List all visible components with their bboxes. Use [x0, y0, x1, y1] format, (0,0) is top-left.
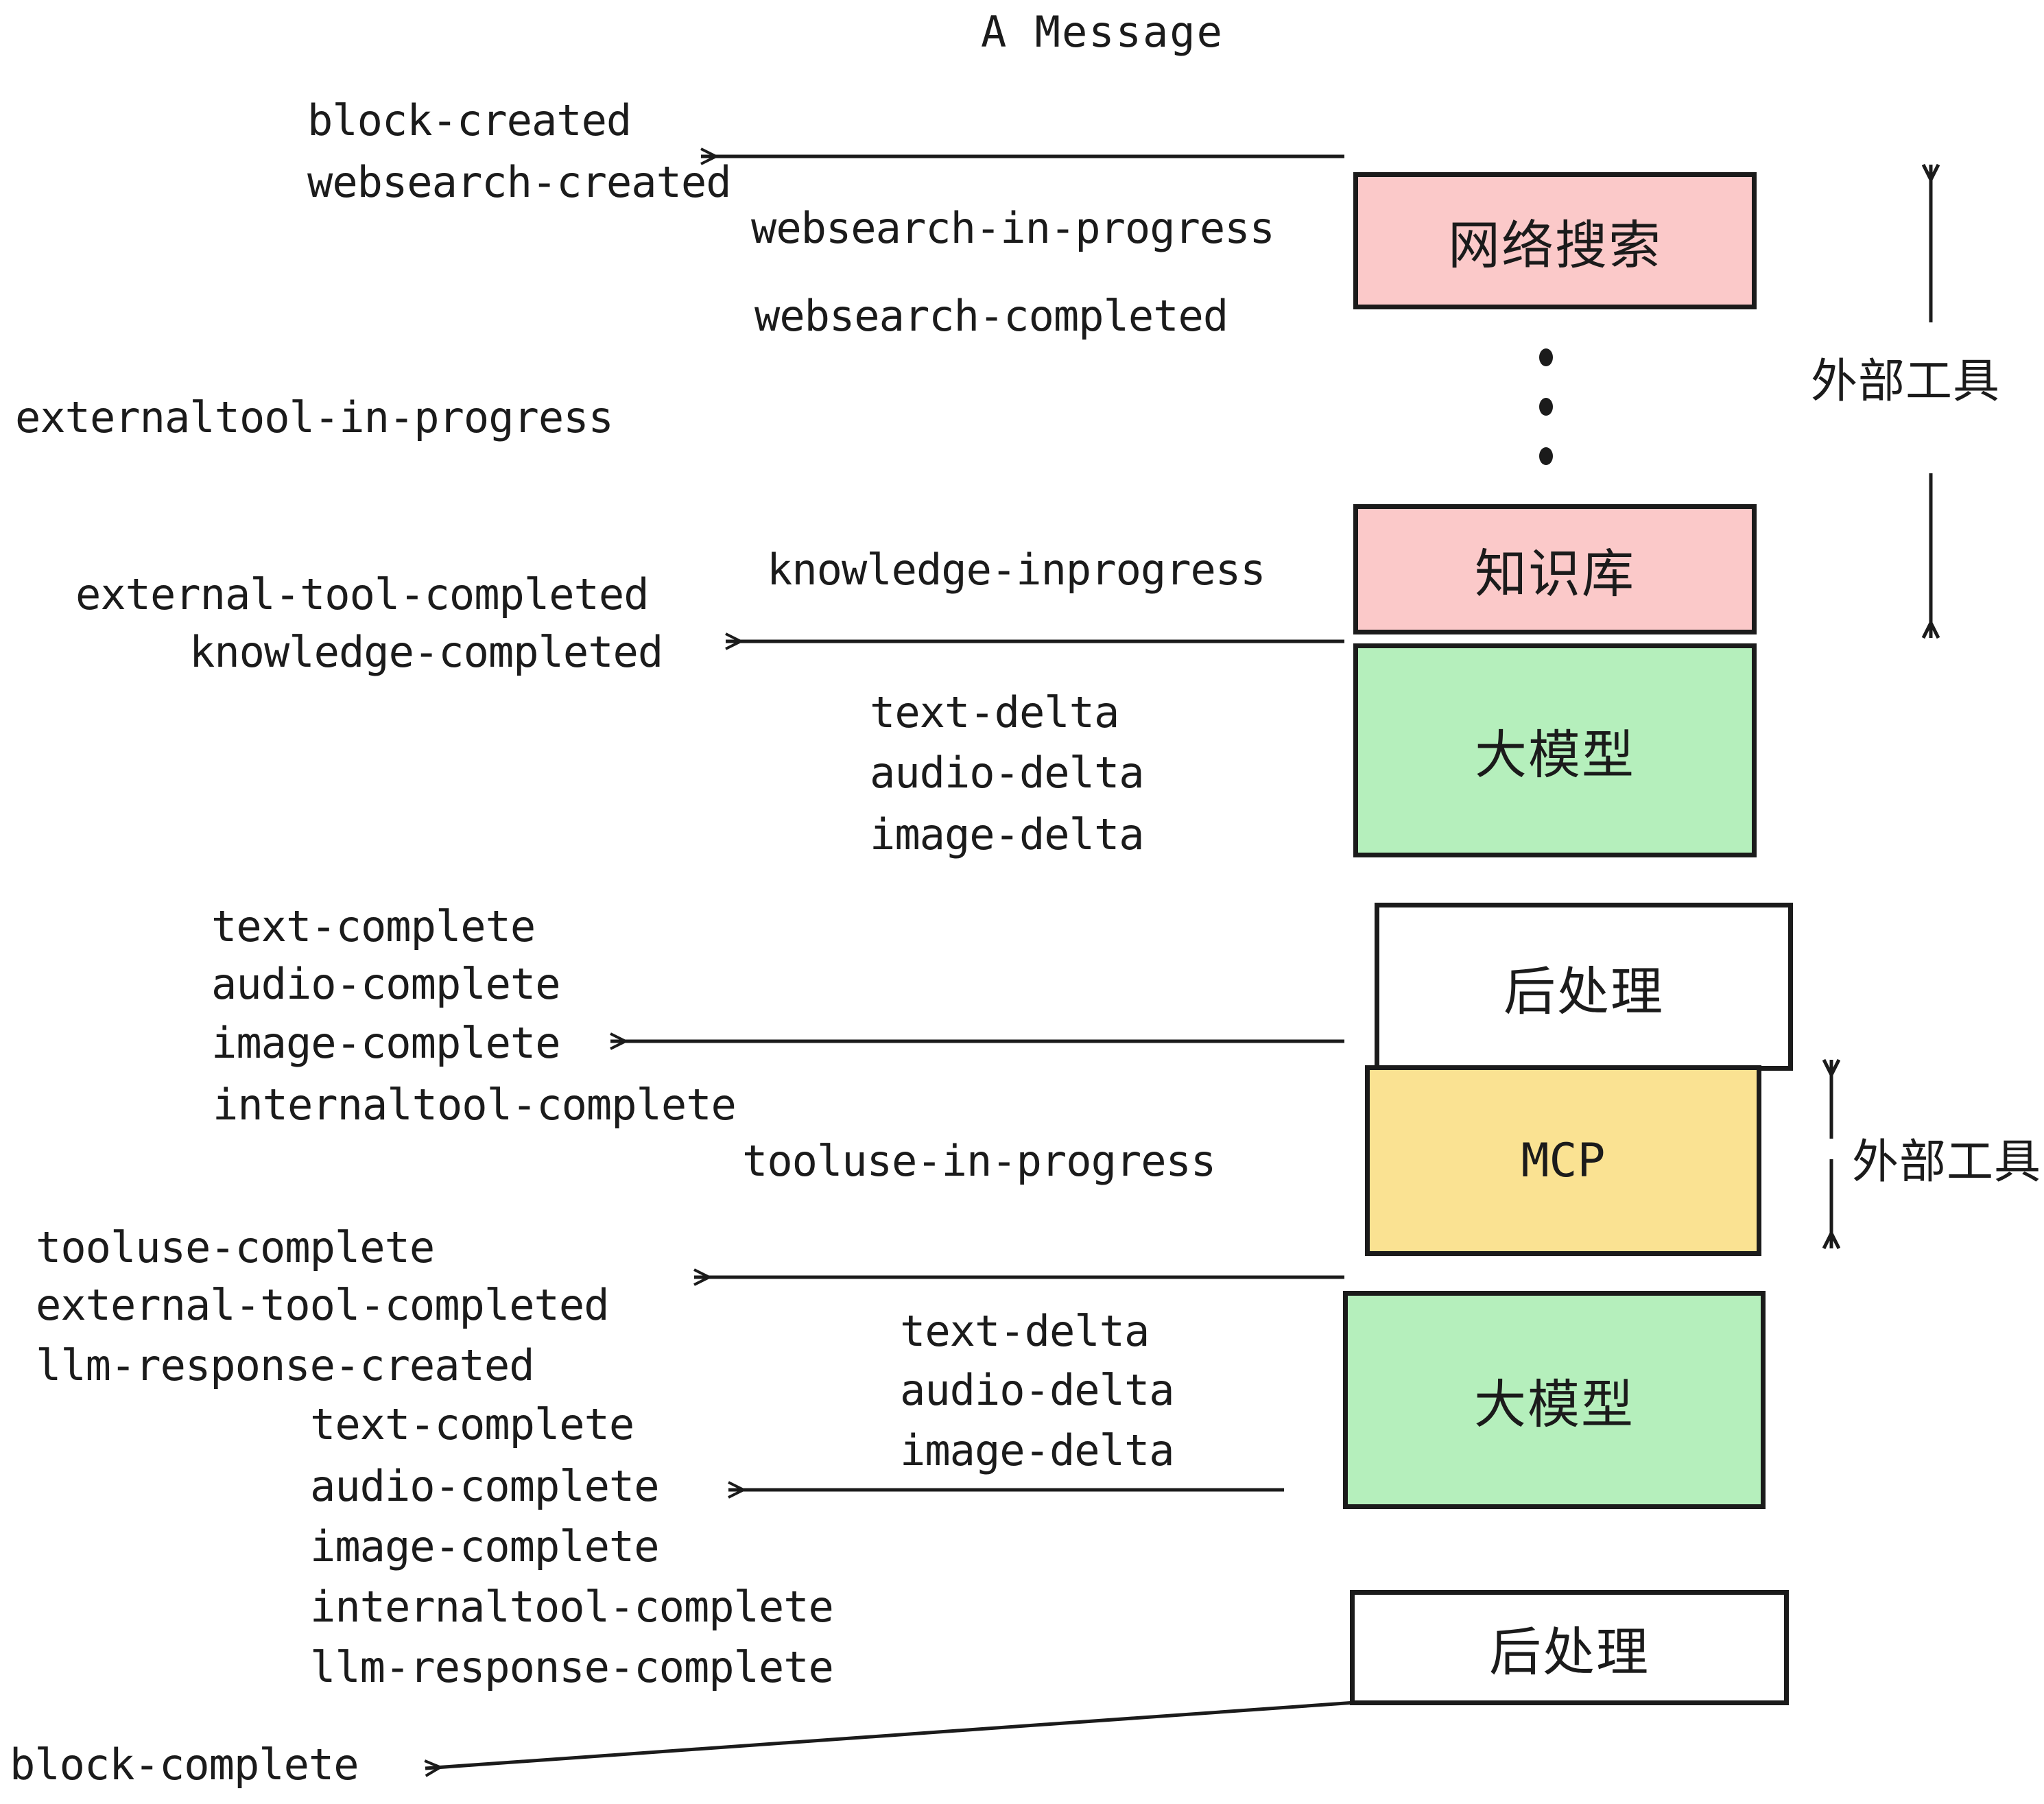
event-image-delta-1: image-delta: [870, 809, 1145, 859]
node-postproc-2[interactable]: 后处理: [1350, 1590, 1789, 1705]
event-image-complete-2: image-complete: [310, 1521, 660, 1571]
event-audio-complete-2: audio-complete: [310, 1461, 660, 1511]
node-postproc-2-label: 后处理: [1489, 1622, 1650, 1683]
event-tooluse-complete: tooluse-complete: [36, 1222, 435, 1272]
annotation-external-tools-bottom: 外部工具: [1852, 1135, 2042, 1189]
event-text-delta-1: text-delta: [870, 687, 1119, 737]
event-tooluse-in-progress: tooluse-in-progress: [742, 1136, 1216, 1186]
event-text-complete-2: text-complete: [310, 1399, 634, 1449]
event-websearch-created: websearch-created: [307, 157, 732, 207]
node-knowledge[interactable]: 知识库: [1353, 504, 1757, 634]
event-image-delta-2: image-delta: [900, 1425, 1175, 1475]
event-externaltool-in-progress: externaltool-in-progress: [15, 392, 614, 442]
event-audio-delta-2: audio-delta: [900, 1365, 1175, 1415]
event-block-created: block-created: [307, 95, 632, 145]
event-internaltool-complete-1: internaltool-complete: [213, 1080, 737, 1130]
node-llm-1[interactable]: 大模型: [1353, 643, 1757, 857]
event-internaltool-complete-2: internaltool-complete: [310, 1582, 834, 1632]
event-image-complete-1: image-complete: [211, 1018, 561, 1068]
arrow-postproc2-to-block-complete: [425, 1700, 1356, 1768]
node-postproc-1-label: 后处理: [1504, 960, 1664, 1022]
event-external-tool-completed-2: external-tool-completed: [36, 1280, 610, 1330]
event-audio-complete-1: audio-complete: [211, 959, 561, 1009]
event-llm-response-complete: llm-response-complete: [310, 1642, 834, 1692]
event-websearch-completed: websearch-completed: [754, 291, 1228, 341]
node-websearch[interactable]: 网络搜索: [1353, 172, 1757, 309]
event-llm-response-created: llm-response-created: [36, 1340, 535, 1390]
event-text-complete-1: text-complete: [211, 901, 536, 951]
event-block-complete: block-complete: [10, 1740, 359, 1790]
diagram-title: A Message: [981, 7, 1224, 57]
event-knowledge-inprogress: knowledge-inprogress: [767, 545, 1266, 595]
node-llm-2-label: 大模型: [1474, 1374, 1635, 1435]
event-text-delta-2: text-delta: [900, 1306, 1150, 1356]
node-postproc-1[interactable]: 后处理: [1375, 903, 1793, 1071]
event-websearch-in-progress: websearch-in-progress: [751, 203, 1275, 253]
node-mcp[interactable]: MCP: [1365, 1065, 1761, 1256]
node-knowledge-label: 知识库: [1475, 543, 1635, 604]
node-llm-1-label: 大模型: [1475, 724, 1635, 785]
event-external-tool-completed-1: external-tool-completed: [75, 569, 650, 619]
node-websearch-label: 网络搜索: [1448, 215, 1662, 276]
node-mcp-label: MCP: [1521, 1133, 1606, 1188]
annotation-external-tools-top: 外部工具: [1811, 355, 2001, 409]
node-llm-2[interactable]: 大模型: [1343, 1291, 1766, 1509]
event-audio-delta-1: audio-delta: [870, 748, 1145, 798]
event-knowledge-completed: knowledge-completed: [189, 627, 663, 677]
vertical-ellipsis: [1539, 348, 1553, 497]
